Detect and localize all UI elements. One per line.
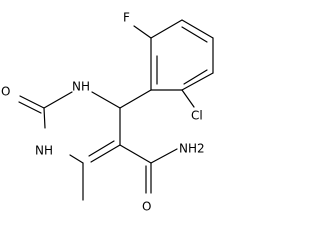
ring-carbonyl-oxygen-label: O: [1, 85, 10, 99]
bond-n3-c2: [43, 107, 46, 129]
bond-c5-camide: [119, 144, 152, 164]
bond-camide-n: [150, 148, 178, 164]
chlorine-atom-label: Cl: [191, 109, 203, 123]
fluorine-atom-label: F: [123, 11, 130, 25]
carboxamide-group: [119, 144, 178, 194]
bond-c5-c4-double-a: [90, 144, 121, 163]
upper-nitrogen-label: NH: [72, 80, 90, 94]
bond-ar3-ar4-inner: [181, 26, 208, 43]
pyrimidinone-ring: [43, 91, 121, 164]
bond-n1-c2: [43, 91, 73, 109]
bond-c4-n3: [69, 154, 84, 164]
bond-c5-c4-double-b: [88, 140, 115, 157]
bond-n1-c6: [91, 91, 121, 109]
amide-nitrogen-label: NH2: [179, 142, 205, 156]
amide-oxygen-label: O: [142, 200, 151, 214]
bond-ar5-ar6: [181, 72, 214, 91]
bond-ar2-f: [133, 25, 152, 39]
bond-c2-o-double-a: [19, 95, 45, 109]
bond-ar2-ar3: [150, 19, 183, 39]
phenyl-ring: [150, 19, 214, 91]
ring-carbonyl: [18, 95, 45, 114]
chemical-structure-diagram: F Cl NH NH O O NH2: [1, 11, 214, 214]
bond-ar6-cl: [181, 89, 195, 108]
bond-ar5-ar6-inner: [183, 69, 208, 85]
lower-nitrogen-label: NH: [35, 144, 53, 158]
bond-c2-o-double-b: [18, 101, 42, 114]
bond-c6-aryl: [119, 89, 152, 109]
bond-ar3-ar4: [181, 19, 214, 39]
